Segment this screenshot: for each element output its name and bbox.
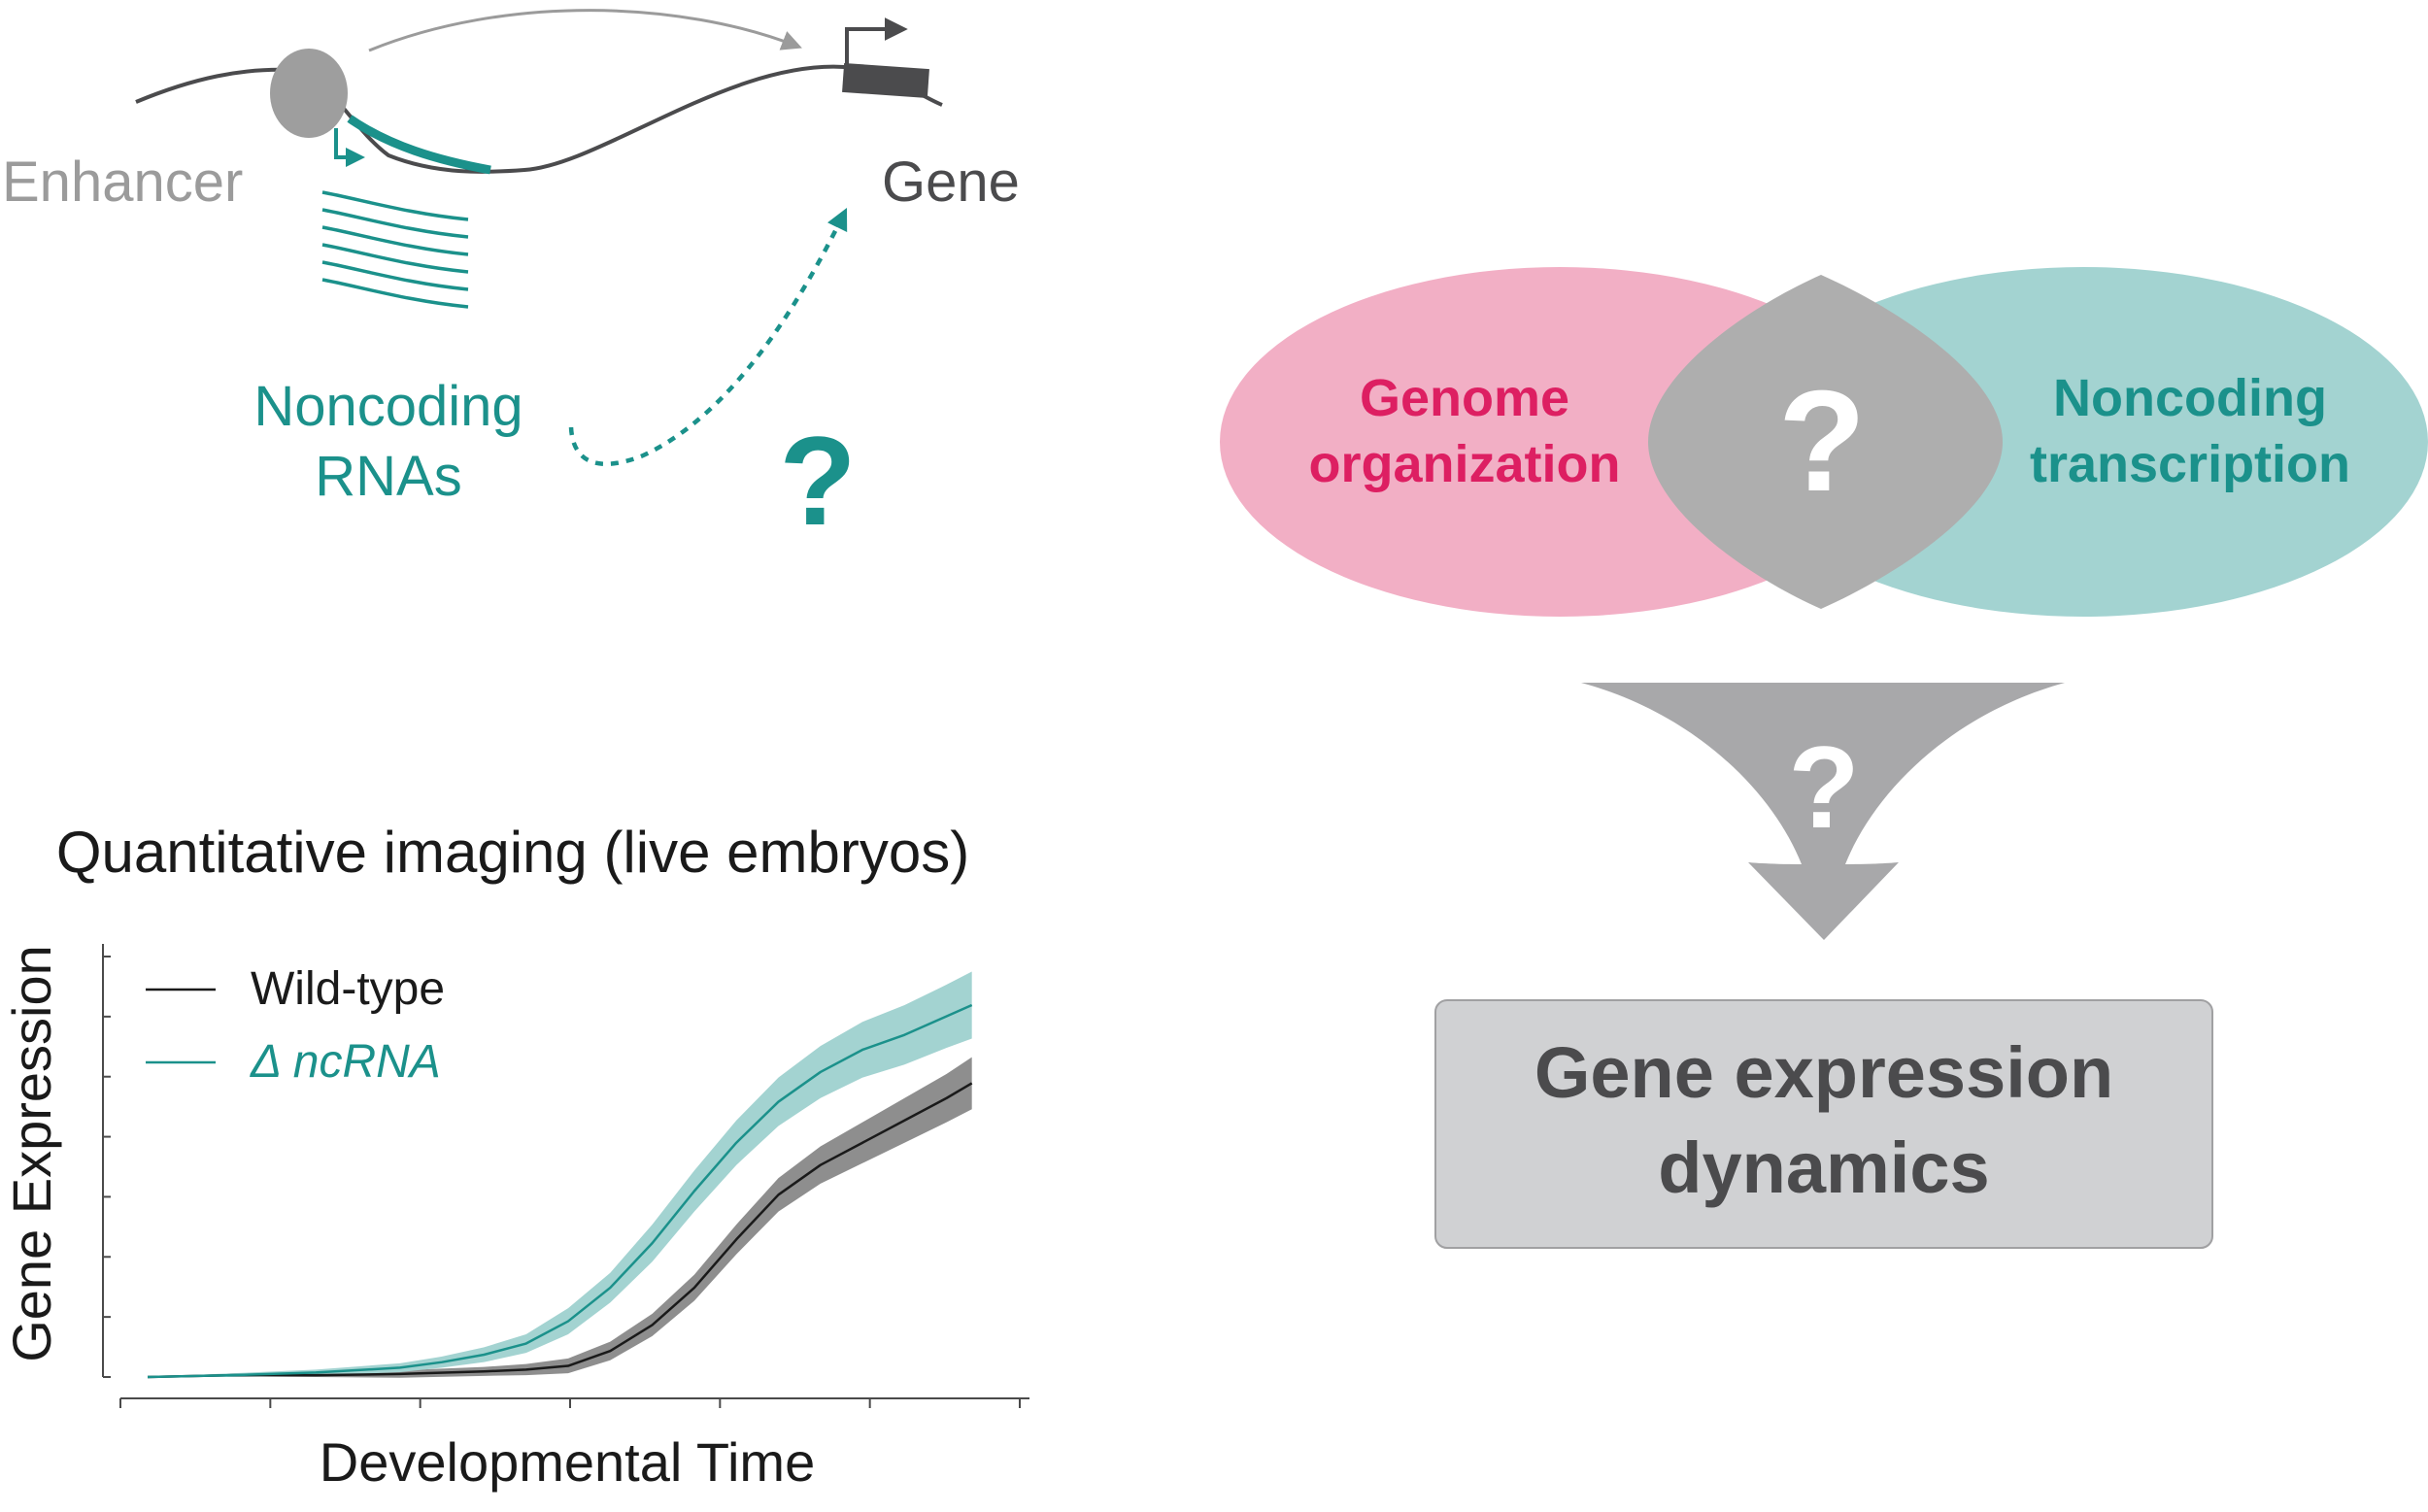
venn-diagram: Genome organization Noncoding transcript… (1220, 267, 2428, 617)
chart-heading: Quantitative imaging (live embryos) (56, 820, 969, 885)
rna-effect-dashed-arrow (568, 207, 848, 466)
chart-legend: Wild-type Δ ncRNA (146, 963, 445, 1088)
enhancer-gene-schematic: Enhancer Gene Noncoding RNAs ? (2, 9, 1020, 552)
enhancer-promoter-arrow (334, 128, 365, 167)
series-line-wild-type (147, 1082, 973, 1379)
venn-left-label-line2: organization (1309, 435, 1621, 493)
legend-label-wild-type: Wild-type (251, 963, 445, 1015)
dna-strand (135, 64, 943, 174)
legend-label-delta-ncrna: Δ ncRNA (250, 1036, 441, 1088)
funnel-arrow: ? (1581, 683, 2065, 940)
enhancer-transcript (347, 115, 491, 175)
funnel-question: ? (1788, 722, 1859, 853)
chart-panel: Quantitative imaging (live embryos) Deve… (1, 820, 1029, 1493)
y-axis-ticks (103, 956, 111, 1378)
enhancer-label: Enhancer (2, 151, 243, 214)
venn-right-label-line2: transcription (2030, 435, 2350, 493)
long-range-arrow (368, 9, 802, 52)
x-axis-ticks (119, 1398, 1021, 1408)
venn-left-label-line1: Genome (1360, 369, 1569, 427)
y-axis-label: Gene Expression (1, 945, 62, 1362)
chart-plot (147, 971, 973, 1379)
result-box-line1: Gene expression (1534, 1032, 2113, 1113)
gene-label: Gene (882, 151, 1020, 214)
noncoding-rna-transcripts (321, 190, 469, 309)
question-mark-rna: ? (779, 410, 856, 552)
gene-promoter-arrow (845, 17, 908, 70)
gene-body (842, 62, 929, 99)
result-box: Gene expression dynamics (1434, 999, 2213, 1249)
venn-right-label-line1: Noncoding (2053, 369, 2327, 427)
noncoding-rnas-label-line1: Noncoding (253, 375, 523, 438)
series-line-ncrna (147, 1003, 973, 1379)
result-box-line2: dynamics (1658, 1127, 1989, 1208)
series-band-ncrna (148, 971, 972, 1377)
noncoding-rnas-label-line2: RNAs (315, 445, 461, 508)
x-axis-label: Developmental Time (320, 1431, 815, 1493)
venn-center-question: ? (1778, 361, 1866, 521)
venn-overlap (1648, 275, 2003, 609)
enhancer-bound-factor (270, 49, 348, 138)
